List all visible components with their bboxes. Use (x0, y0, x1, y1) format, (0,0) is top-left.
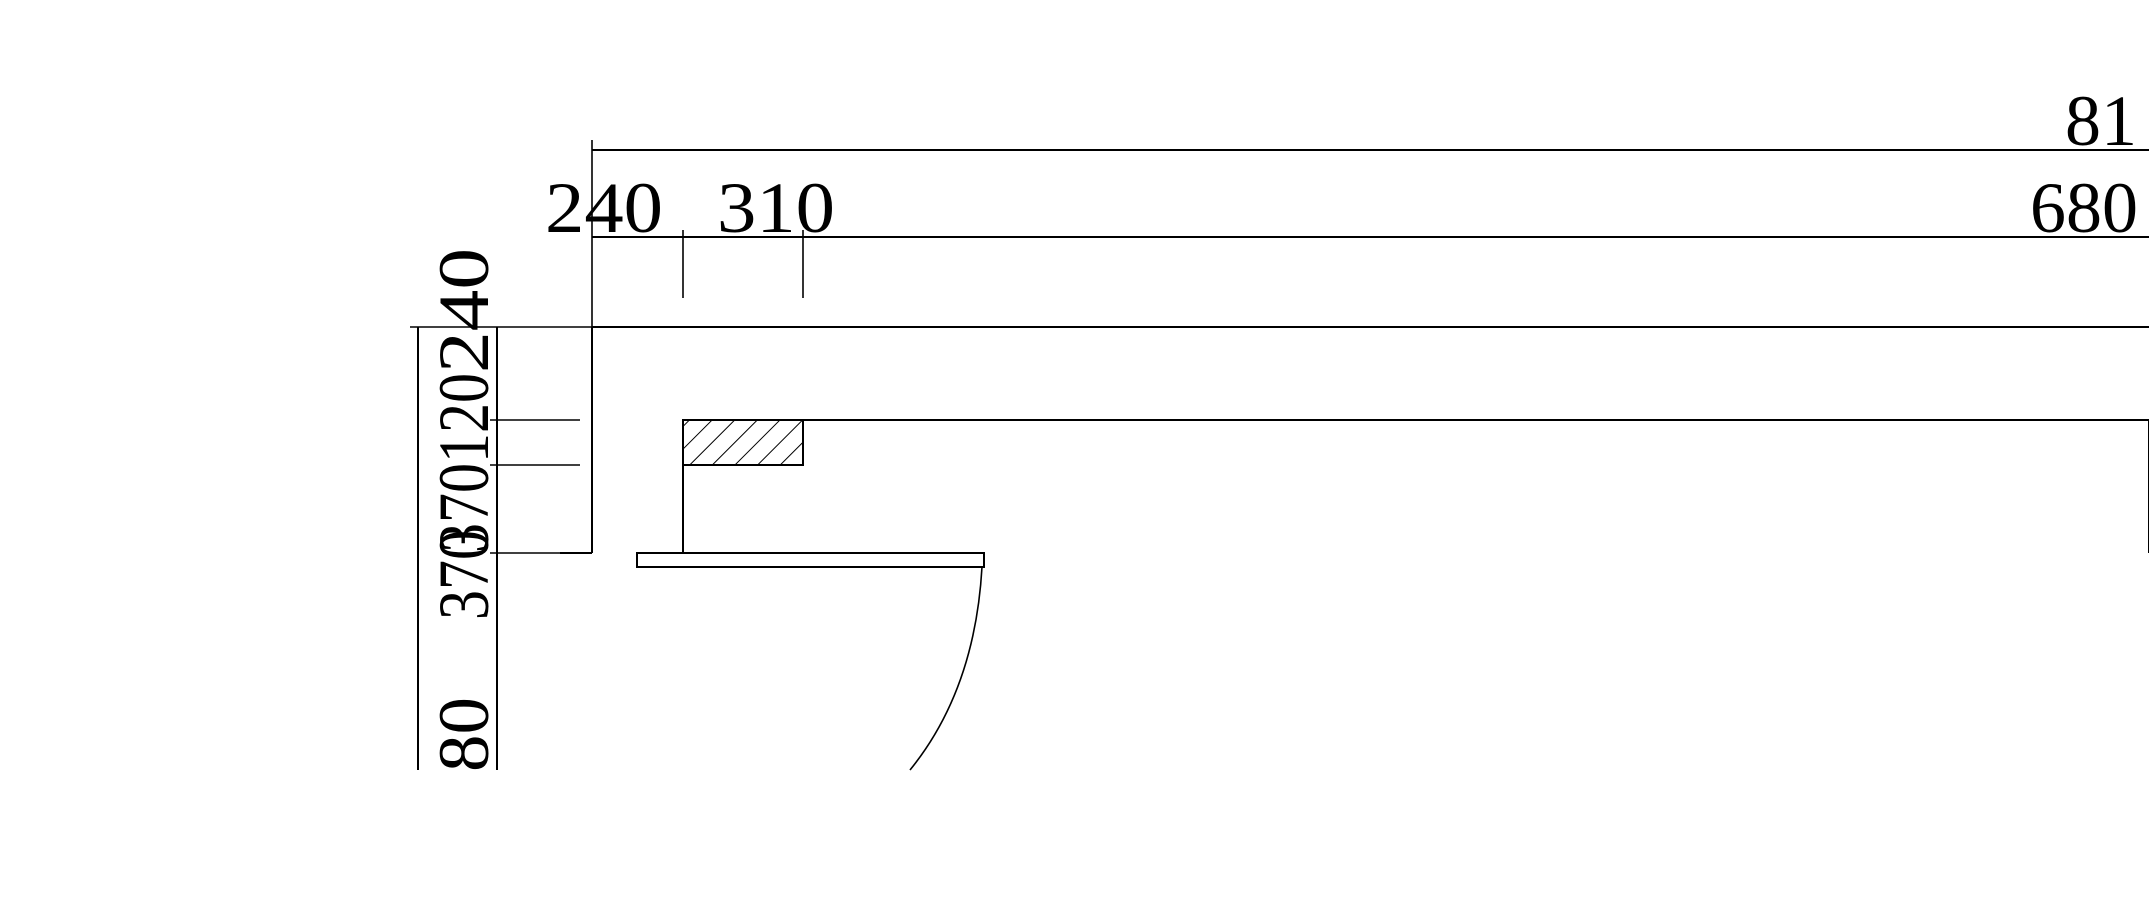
hatched-column (682, 419, 804, 466)
dimension-label-vertical-top: 240 (424, 248, 504, 373)
dimension-label-top-total: 81 (2065, 81, 2137, 161)
dimension-label-top-left: 240 (545, 168, 663, 248)
dimension-label-vertical-fourth: 370 (424, 530, 504, 620)
dimension-label-vertical-third: 370 (424, 463, 504, 553)
dimension-label-top-mid: 310 (717, 168, 835, 248)
dimension-label-vertical-second: 120 (424, 373, 504, 463)
dimension-label-vertical-bottom: 80 (424, 697, 504, 772)
door-leaf (636, 552, 985, 568)
dimension-label-top-right: 680 (2030, 168, 2138, 248)
door-swing-arc (909, 566, 983, 771)
